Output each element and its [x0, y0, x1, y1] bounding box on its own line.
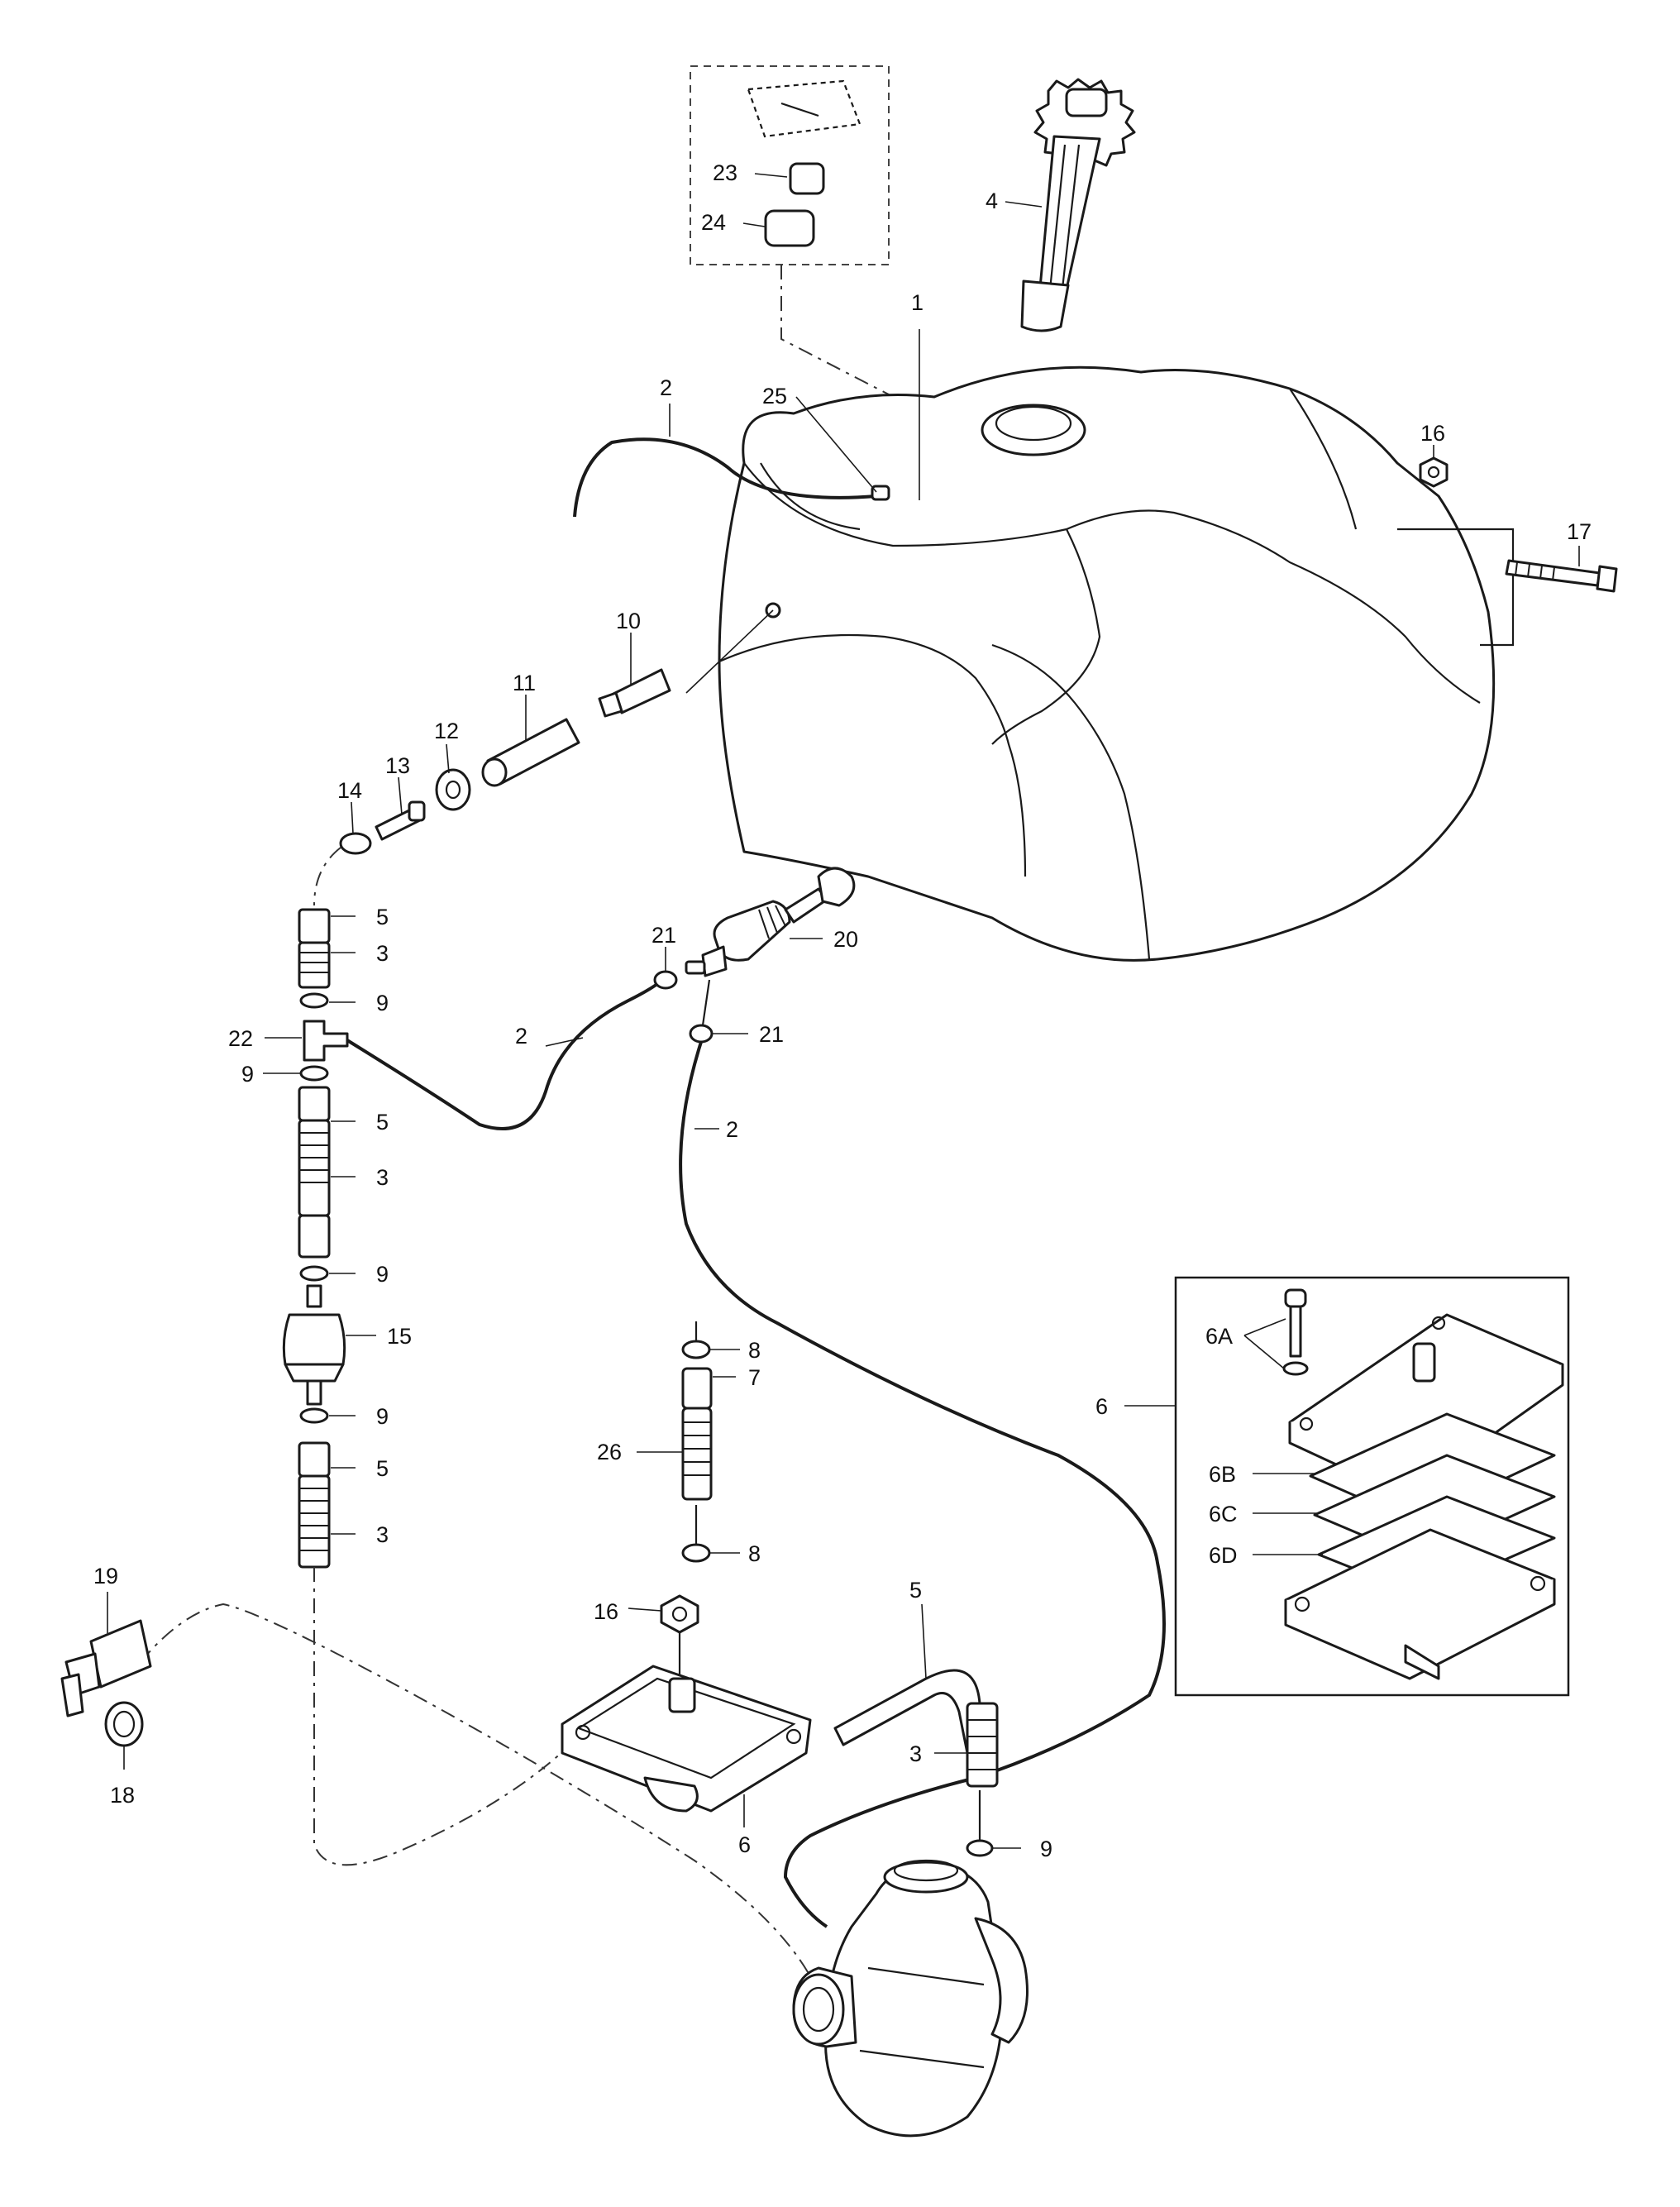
inset-box-pump: [1174, 1276, 1570, 1697]
clamp-21a: [653, 970, 678, 990]
dash-19-carb: [140, 1603, 811, 1977]
callout-2: 2: [726, 1117, 738, 1142]
callout-5: 5: [376, 1110, 389, 1135]
callout-6: 6: [1095, 1394, 1108, 1419]
callout-25: 25: [762, 384, 787, 408]
inset-box-top: [690, 65, 890, 265]
callout-3: 3: [376, 941, 389, 966]
callout-5: 5: [376, 1456, 389, 1481]
callout-21: 21: [651, 923, 676, 948]
callout-5: 5: [909, 1578, 922, 1603]
clamp-8-top: [681, 1340, 711, 1359]
callout-20: 20: [833, 927, 858, 952]
callout-6C: 6C: [1209, 1502, 1238, 1526]
callout-3: 3: [909, 1741, 922, 1766]
callout-6A: 6A: [1205, 1324, 1233, 1349]
nut-16-top: [1419, 456, 1449, 488]
hose-2-long: [679, 1041, 1166, 1928]
clamp-14: [339, 832, 372, 855]
callout-5: 5: [376, 905, 389, 929]
clamp-21b: [689, 1024, 714, 1044]
callout-9: 9: [1040, 1837, 1052, 1861]
callout-16: 16: [594, 1599, 618, 1624]
callout-15: 15: [387, 1324, 412, 1349]
clamp-9-carb: [966, 1839, 994, 1857]
tube-11: [481, 718, 580, 787]
fuel-gauge-4: [1020, 78, 1136, 332]
breather-hose-2: [573, 437, 877, 518]
callout-13: 13: [385, 753, 410, 778]
callout-23: 23: [713, 160, 737, 185]
elbow-13: [375, 800, 426, 841]
callout-6: 6: [738, 1832, 751, 1857]
nut-18: [104, 1701, 144, 1747]
screw-17: [1505, 559, 1618, 593]
callout-4: 4: [986, 189, 998, 213]
vent-fitting-23-24: [747, 79, 861, 247]
hose-2-mid: [346, 974, 667, 1130]
callout-3: 3: [376, 1165, 389, 1190]
callout-14: 14: [337, 778, 362, 803]
callout-11: 11: [513, 671, 536, 695]
callout-24: 24: [701, 210, 726, 235]
pump-body: [1284, 1528, 1556, 1680]
callout-19: 19: [93, 1564, 118, 1588]
fitting-10: [598, 668, 671, 718]
fuel-pump-6: [561, 1665, 812, 1813]
leader-25: [795, 396, 877, 493]
callout-8: 8: [748, 1338, 761, 1363]
callout-7: 7: [748, 1365, 761, 1390]
callout-21: 21: [759, 1022, 784, 1047]
screw-6A: [1282, 1288, 1309, 1376]
callout-9: 9: [376, 1404, 389, 1429]
callout-6D: 6D: [1209, 1543, 1238, 1568]
grommet-12: [435, 768, 471, 811]
choke-19: [60, 1619, 152, 1717]
callout-10: 10: [616, 609, 641, 633]
callout-22: 22: [228, 1026, 253, 1051]
nut-16-mid: [660, 1594, 699, 1634]
callout-2: 2: [515, 1024, 527, 1049]
callout-6B: 6B: [1209, 1462, 1236, 1487]
elbow-hose-5-3: [833, 1669, 999, 1788]
callout-12: 12: [434, 719, 459, 743]
callout-2: 2: [660, 375, 672, 400]
clamp-8-bottom: [681, 1543, 711, 1563]
callout-26: 26: [597, 1440, 622, 1464]
callout-8: 8: [748, 1541, 761, 1566]
callout-1: 1: [911, 290, 924, 315]
callout-9: 9: [376, 991, 389, 1015]
callout-9: 9: [376, 1262, 389, 1287]
callout-18: 18: [110, 1783, 135, 1808]
primer-20: [685, 867, 856, 977]
hose-7-26: [681, 1367, 713, 1501]
callout-16: 16: [1420, 421, 1445, 446]
carburetor: [792, 1859, 1029, 2138]
callout-17: 17: [1567, 519, 1592, 544]
hose-stack-left: [282, 908, 349, 1569]
callout-9: 9: [241, 1062, 254, 1087]
dash-left-vertical: [313, 1567, 580, 1866]
fuel-tank-1: [718, 365, 1515, 962]
callout-3: 3: [376, 1522, 389, 1547]
